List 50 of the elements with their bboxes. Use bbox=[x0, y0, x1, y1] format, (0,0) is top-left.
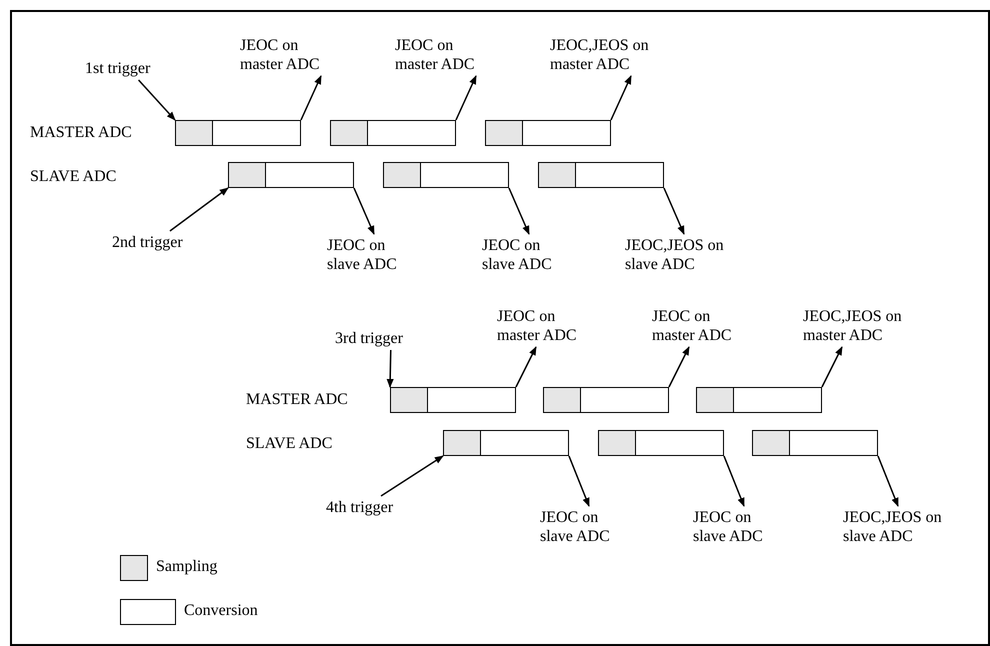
arrow bbox=[455, 75, 477, 120]
conversion-bar bbox=[330, 120, 456, 146]
legend-label: Sampling bbox=[156, 558, 218, 576]
arrow bbox=[668, 346, 690, 388]
channel-label: MASTER ADC bbox=[246, 391, 348, 409]
event-label: JEOC on slave ADC bbox=[540, 508, 622, 546]
channel-label: MASTER ADC bbox=[30, 124, 132, 142]
event-label: JEOC on master ADC bbox=[240, 36, 340, 74]
event-label: JEOC,JEOS on master ADC bbox=[550, 36, 660, 74]
arrow bbox=[138, 80, 176, 121]
event-label: JEOC,JEOS on slave ADC bbox=[625, 236, 735, 274]
event-label: JEOC on slave ADC bbox=[693, 508, 775, 546]
arrow bbox=[353, 188, 375, 235]
arrow bbox=[877, 456, 899, 507]
channel-label: SLAVE ADC bbox=[30, 168, 116, 186]
event-label: 3rd trigger bbox=[335, 329, 403, 348]
event-label: JEOC on slave ADC bbox=[327, 236, 409, 274]
conversion-bar bbox=[543, 387, 669, 413]
event-label: 2nd trigger bbox=[112, 233, 183, 252]
event-label: JEOC on master ADC bbox=[652, 307, 752, 345]
channel-label: SLAVE ADC bbox=[246, 435, 332, 453]
conversion-bar bbox=[538, 162, 664, 188]
conversion-bar bbox=[598, 430, 724, 456]
arrow bbox=[380, 455, 444, 497]
conversion-bar bbox=[485, 120, 611, 146]
arrow bbox=[386, 350, 394, 388]
conversion-bar bbox=[752, 430, 878, 456]
arrow bbox=[723, 456, 745, 507]
event-label: JEOC on slave ADC bbox=[482, 236, 564, 274]
event-label: JEOC,JEOS on master ADC bbox=[803, 307, 913, 345]
arrow bbox=[568, 456, 590, 507]
event-label: JEOC on master ADC bbox=[395, 36, 495, 74]
conversion-bar bbox=[443, 430, 569, 456]
conversion-bar bbox=[696, 387, 822, 413]
conversion-bar bbox=[175, 120, 301, 146]
arrow bbox=[610, 75, 632, 120]
event-label: 4th trigger bbox=[326, 498, 394, 517]
arrow bbox=[170, 187, 229, 232]
event-label: JEOC,JEOS on slave ADC bbox=[843, 508, 953, 546]
arrow bbox=[300, 75, 322, 120]
arrow bbox=[515, 346, 537, 388]
event-label: 1st trigger bbox=[85, 59, 150, 78]
legend-label: Conversion bbox=[184, 602, 258, 620]
conversion-bar bbox=[383, 162, 509, 188]
conversion-bar bbox=[228, 162, 354, 188]
arrow bbox=[663, 188, 685, 235]
arrow bbox=[821, 346, 843, 388]
arrow bbox=[508, 188, 530, 235]
event-label: JEOC on master ADC bbox=[497, 307, 597, 345]
conversion-bar bbox=[390, 387, 516, 413]
